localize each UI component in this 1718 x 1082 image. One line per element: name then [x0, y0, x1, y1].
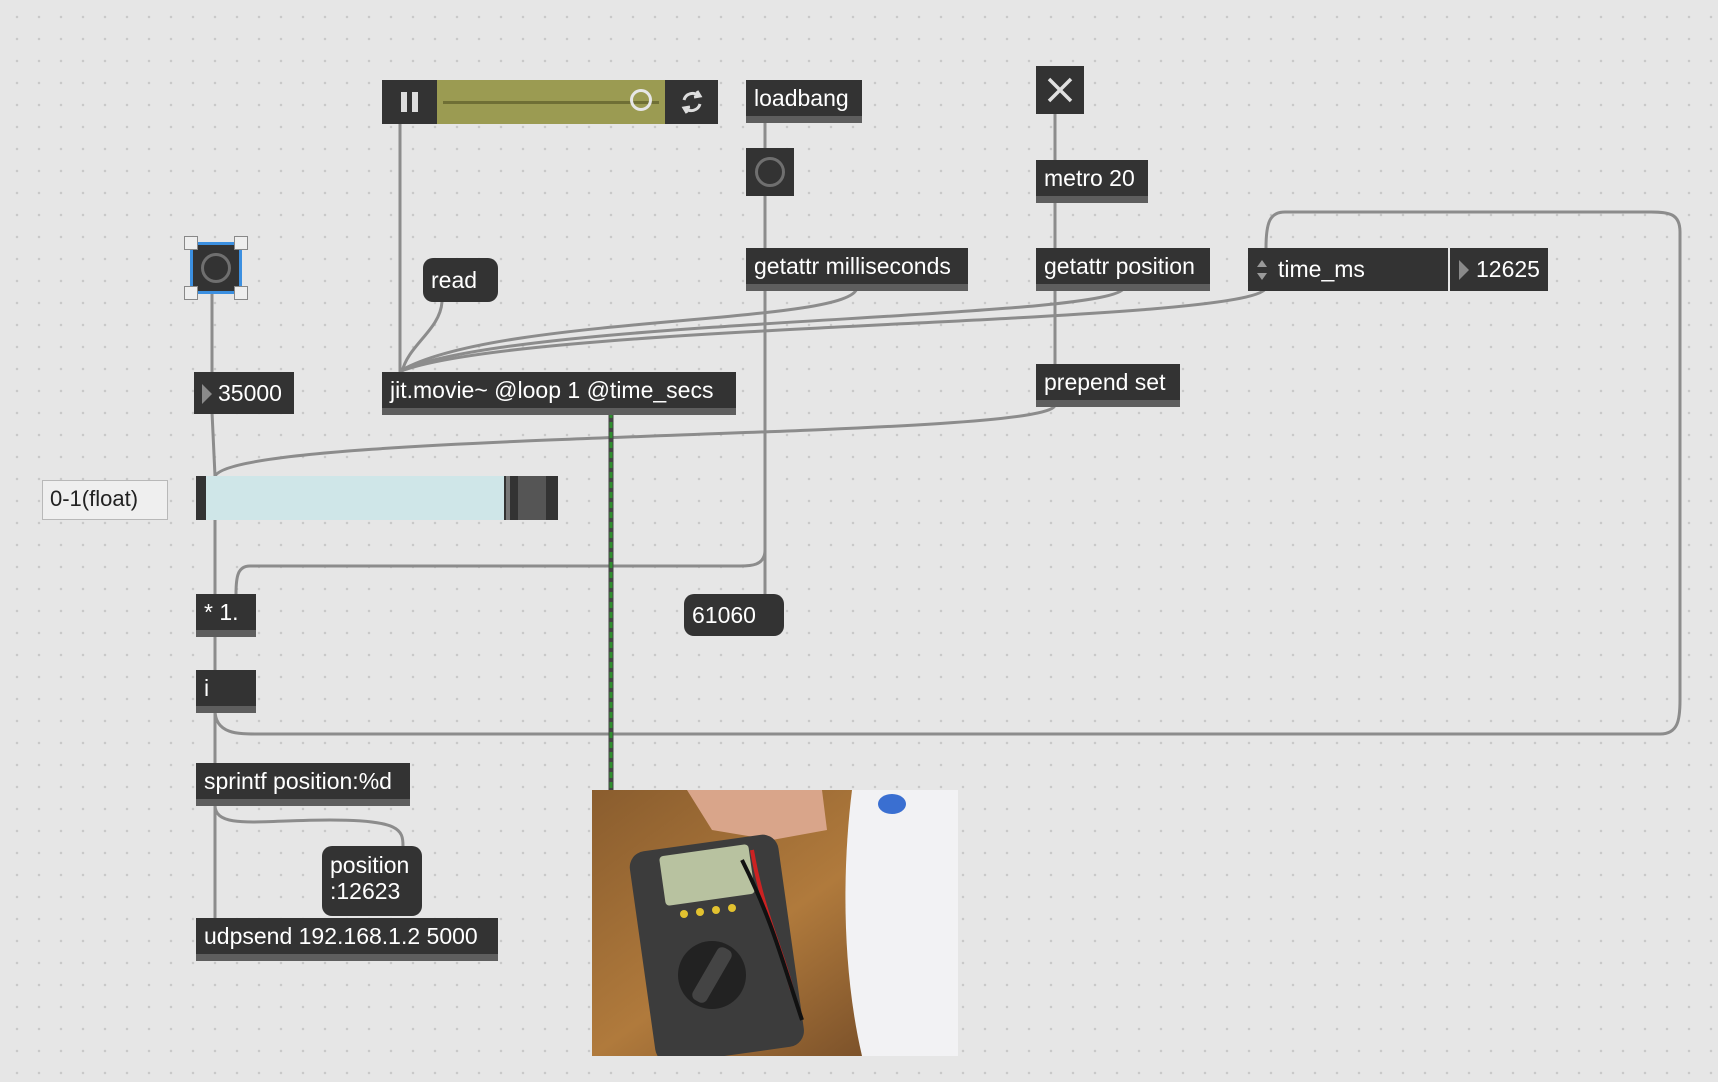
loadbang-label: loadbang — [754, 85, 849, 111]
milliseconds-message[interactable]: 61060 — [684, 594, 784, 636]
loadbang-object[interactable]: loadbang — [746, 80, 862, 123]
multiply-object[interactable]: * 1. — [196, 594, 256, 637]
read-label: read — [431, 267, 478, 293]
udpsend-label: udpsend 192.168.1.2 5000 — [204, 923, 478, 949]
playbar-thumb[interactable] — [630, 89, 652, 111]
video-frame — [592, 790, 958, 1056]
sprintf-object[interactable]: sprintf position:%d — [196, 763, 410, 806]
selection-handle[interactable] — [184, 286, 198, 300]
number-35000-value: 35000 — [218, 380, 282, 406]
getattr-position-object[interactable]: getattr position — [1036, 248, 1210, 291]
horizontal-slider[interactable] — [196, 476, 558, 520]
range-comment: 0-1(float) — [42, 480, 168, 520]
toggle[interactable] — [1036, 66, 1084, 114]
jit-movie-label: jit.movie~ @loop 1 @time_secs — [390, 377, 714, 403]
playbar-track[interactable] — [437, 80, 665, 124]
video-display[interactable] — [592, 790, 958, 1056]
position-line-2: :12623 — [330, 878, 401, 904]
int-object[interactable]: i — [196, 670, 256, 713]
pause-icon[interactable] — [382, 80, 437, 124]
position-line-1: position — [330, 852, 410, 878]
read-message[interactable]: read — [423, 258, 498, 302]
getattr-position-label: getattr position — [1044, 253, 1195, 279]
playbar[interactable] — [382, 80, 718, 124]
time-ms-value: 12625 — [1476, 256, 1540, 282]
udpsend-object[interactable]: udpsend 192.168.1.2 5000 — [196, 918, 498, 961]
updown-arrows-icon — [1257, 260, 1267, 280]
close-icon — [1047, 77, 1073, 103]
number-box-35000[interactable]: 35000 — [194, 372, 294, 414]
range-comment-text: 0-1(float) — [50, 486, 139, 511]
selection-handle[interactable] — [234, 236, 248, 250]
prepend-set-label: prepend set — [1044, 369, 1166, 395]
bang-selected[interactable] — [184, 236, 248, 300]
loop-icon[interactable] — [665, 80, 718, 124]
selection-handle[interactable] — [234, 286, 248, 300]
sprintf-label: sprintf position:%d — [204, 768, 392, 794]
selection-handle[interactable] — [184, 236, 198, 250]
attrui-value[interactable]: 12625 — [1450, 248, 1548, 291]
jit-movie-object[interactable]: jit.movie~ @loop 1 @time_secs — [382, 372, 736, 415]
bang-icon — [755, 157, 785, 187]
multiply-label: * 1. — [204, 599, 239, 625]
bang-button[interactable] — [746, 148, 794, 196]
slider-fill — [206, 476, 504, 520]
position-message[interactable]: position :12623 — [322, 846, 422, 916]
milliseconds-value: 61060 — [692, 602, 756, 628]
metro-label: metro 20 — [1044, 165, 1135, 191]
metro-object[interactable]: metro 20 — [1036, 160, 1148, 203]
int-label: i — [204, 675, 210, 701]
number-triangle-icon — [1459, 260, 1469, 280]
attrui-time-ms[interactable]: time_ms 12625 — [1248, 248, 1548, 291]
attrui-name[interactable]: time_ms — [1248, 248, 1448, 291]
number-triangle-icon — [202, 384, 212, 404]
slider-knob[interactable] — [506, 476, 510, 520]
getattr-milliseconds-object[interactable]: getattr milliseconds — [746, 248, 968, 291]
bang-icon — [201, 253, 231, 283]
attrui-label: time_ms — [1278, 256, 1365, 282]
prepend-set-object[interactable]: prepend set — [1036, 364, 1180, 407]
getattr-milliseconds-label: getattr milliseconds — [754, 253, 951, 279]
